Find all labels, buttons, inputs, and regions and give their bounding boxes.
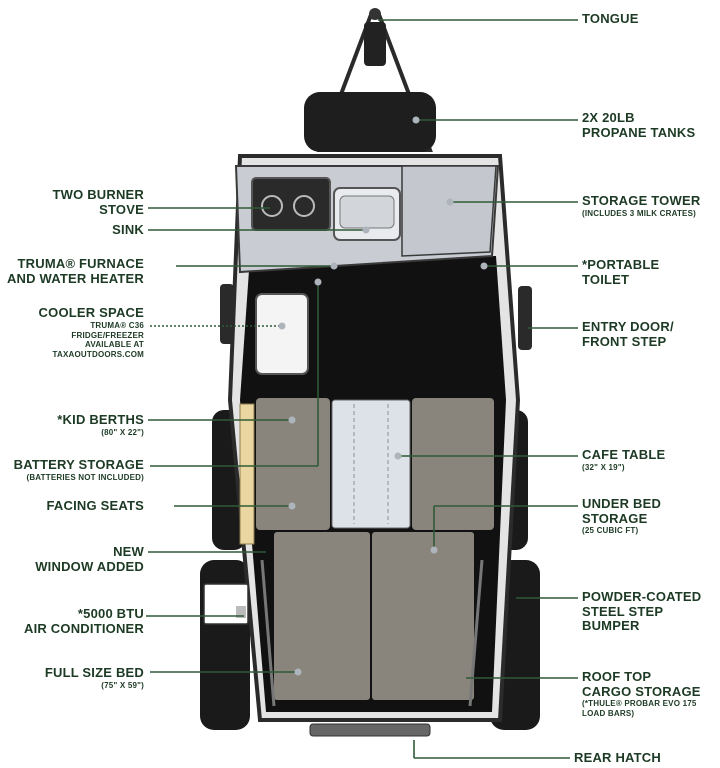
dot-propane: [412, 116, 420, 124]
cafe-table-top: [331, 399, 411, 529]
entry-door-panel: [518, 286, 532, 350]
left-seat-cushion: [256, 398, 330, 530]
tongue-hitch: [369, 8, 381, 20]
label-kid-berths: *KID BERTHS (80" X 22"): [57, 412, 144, 437]
label-facing-seats: FACING SEATS: [46, 498, 144, 513]
full-bed-right: [372, 532, 474, 700]
dot-storage-tower: [446, 198, 454, 206]
storage-tower-block: [401, 165, 497, 257]
label-tongue: TONGUE: [582, 11, 639, 26]
label-new-window: NEW WINDOW ADDED: [35, 544, 144, 574]
dot-battery: [314, 278, 322, 286]
burner-1: [261, 195, 283, 217]
dot-cafe-table: [394, 452, 402, 460]
cooler-box: [255, 293, 309, 375]
dot-facing-seats: [288, 502, 296, 510]
label-under-bed: UNDER BED STORAGE (25 CUBIC FT): [582, 496, 662, 536]
label-furnace: TRUMA® FURNACE AND WATER HEATER: [6, 256, 144, 286]
propane-tanks: [304, 92, 436, 152]
right-seat-cushion: [412, 398, 494, 530]
dot-toilet: [480, 262, 488, 270]
dot-furnace: [330, 262, 338, 270]
roof-bar-right: [468, 559, 484, 707]
label-cooler: COOLER SPACE TRUMA® C36 FRIDGE/FREEZER A…: [38, 305, 144, 360]
rear-hatch-bar: [309, 723, 431, 737]
label-full-bed: FULL SIZE BED (75" X 59"): [44, 665, 144, 690]
air-conditioner-vent: [236, 606, 246, 618]
label-air-conditioner: *5000 BTU AIR CONDITIONER: [24, 606, 144, 636]
roof-bar-left: [260, 559, 276, 707]
tongue-jack: [364, 22, 386, 66]
dot-cooler: [278, 322, 286, 330]
battery-strip: [239, 403, 255, 545]
burner-2: [293, 195, 315, 217]
label-roof-cargo: ROOF TOP CARGO STORAGE (*THULE® PROBAR E…: [582, 669, 701, 719]
dot-sink: [362, 226, 370, 234]
full-bed-left: [274, 532, 370, 700]
leader-lines: [146, 19, 578, 759]
label-bumper: POWDER-COATED STEEL STEP BUMPER: [582, 589, 702, 634]
label-toilet: *PORTABLE TOILET: [582, 257, 660, 287]
dot-full-bed: [294, 668, 302, 676]
label-storage-tower: STORAGE TOWER (INCLUDES 3 MILK CRATES): [582, 193, 701, 218]
label-cafe-table: CAFE TABLE (32" X 19"): [582, 447, 666, 472]
label-propane: 2x 20LB PROPANE TANKS: [582, 110, 696, 140]
stove-unit: [251, 177, 331, 231]
label-stove: TWO BURNER STOVE: [52, 187, 144, 217]
label-sink: SINK: [112, 222, 144, 237]
dot-under-bed: [430, 546, 438, 554]
left-side-panel: [220, 284, 234, 344]
sink-bowl: [339, 195, 395, 229]
label-rear-hatch: REAR HATCH: [574, 750, 661, 765]
dot-kid-berths: [288, 416, 296, 424]
label-battery: BATTERY STORAGE (BATTERIES NOT INCLUDED): [13, 457, 144, 482]
label-entry-door: ENTRY DOOR/ FRONT STEP: [582, 319, 674, 349]
leader-dots: [278, 116, 488, 676]
